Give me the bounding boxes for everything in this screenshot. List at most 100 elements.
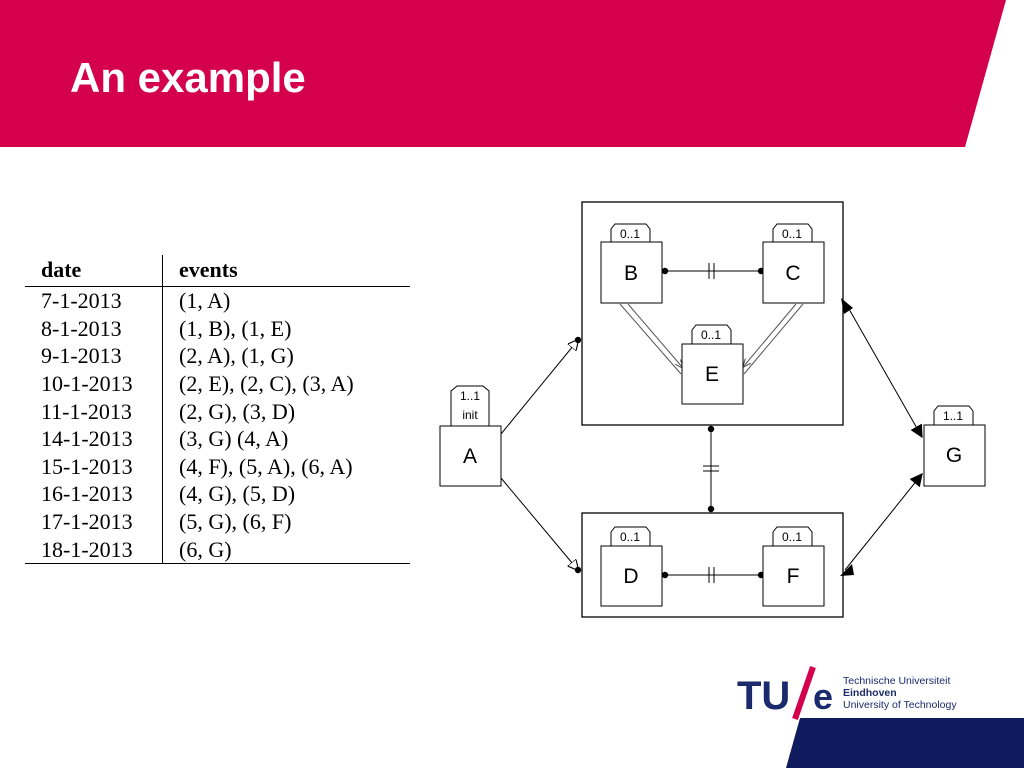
table-header-row: date events bbox=[25, 255, 410, 287]
date-cell: 16-1-2013 bbox=[25, 480, 163, 508]
node-tab bbox=[610, 526, 651, 546]
date-cell: 10-1-2013 bbox=[25, 369, 163, 398]
node-g: 1..1 G bbox=[923, 405, 986, 487]
node-cardinality: 0..1 bbox=[782, 227, 802, 241]
events-cell: (2, E), (2, C), (3, A) bbox=[179, 371, 354, 397]
table-row: 9-1-2013 (2, A), (1, G) bbox=[25, 342, 410, 370]
slide-title: An example bbox=[70, 54, 306, 101]
table-row: 10-1-2013 (2, E), (2, C), (3, A) bbox=[25, 369, 410, 398]
node-box bbox=[600, 545, 663, 607]
node-c: 0..1 C bbox=[762, 223, 825, 304]
events-cell: (2, G), (3, D) bbox=[179, 398, 296, 424]
edge-c-e bbox=[743, 303, 804, 375]
logo-mark-e: e bbox=[813, 676, 833, 717]
node-cardinality: 0..1 bbox=[701, 328, 721, 342]
date-cell: 11-1-2013 bbox=[25, 397, 163, 425]
table-row: 15-1-2013 (4, F), (5, A), (6, A) bbox=[25, 452, 410, 481]
tue-logo: TU e Technische Universiteit Eindhoven U… bbox=[737, 665, 977, 721]
edge-a-to-top-group bbox=[500, 340, 578, 435]
events-cell: (4, G), (5, D) bbox=[179, 481, 296, 507]
logo-mark-tu: TU bbox=[737, 674, 790, 718]
events-cell: (5, G), (6, F) bbox=[179, 509, 292, 535]
events-cell: (3, G) (4, A) bbox=[179, 426, 289, 452]
edge-a-to-bottom-group bbox=[500, 477, 578, 570]
edge-start-arrow bbox=[841, 298, 853, 314]
edge-dot bbox=[661, 267, 669, 275]
table-row: 17-1-2013 (5, G), (6, F) bbox=[25, 507, 410, 536]
column-header-events: events bbox=[162, 255, 410, 287]
node-box bbox=[762, 241, 825, 304]
node-d: 0..1 D bbox=[600, 526, 663, 607]
node-box bbox=[762, 545, 825, 607]
node-b: 0..1 B bbox=[600, 223, 663, 304]
edge-top-group-to-g bbox=[844, 301, 923, 439]
node-box bbox=[600, 241, 663, 304]
node-f: 0..1 F bbox=[762, 526, 825, 607]
banner-shape bbox=[0, 0, 1006, 147]
node-tab bbox=[772, 526, 813, 546]
table-row: 11-1-2013 (2, G), (3, D) bbox=[25, 397, 410, 425]
node-tab bbox=[450, 385, 490, 426]
node-cardinality: 0..1 bbox=[620, 227, 640, 241]
node-cardinality: 0..1 bbox=[620, 530, 640, 544]
date-cell: 9-1-2013 bbox=[25, 342, 163, 370]
node-cardinality: 0..1 bbox=[782, 530, 802, 544]
node-label: C bbox=[785, 262, 800, 285]
logo-line-2: Eindhoven bbox=[843, 687, 897, 699]
logo-mark: TU e bbox=[737, 666, 833, 720]
edge-b-e bbox=[619, 303, 682, 375]
node-box bbox=[923, 424, 986, 487]
node-cardinality: 1..1 bbox=[943, 409, 963, 423]
events-cell: (2, A), (1, G) bbox=[179, 343, 294, 369]
node-tab bbox=[610, 223, 651, 242]
date-cell: 18-1-2013 bbox=[25, 535, 163, 564]
table-row: 14-1-2013 (3, G) (4, A) bbox=[25, 424, 410, 453]
node-tag: init bbox=[462, 408, 478, 422]
node-label: D bbox=[623, 565, 638, 588]
node-box bbox=[681, 343, 744, 405]
node-label: F bbox=[787, 565, 800, 588]
column-header-date: date bbox=[25, 255, 163, 287]
process-diagram: 1..1 init A 0..1 B 0..1 C 0..1 E 0..1 D … bbox=[439, 201, 986, 618]
group-box-bottom bbox=[581, 512, 844, 618]
group-box-top bbox=[581, 201, 844, 426]
edge-dot bbox=[707, 425, 715, 433]
logo-slash bbox=[792, 666, 816, 720]
footer-shape bbox=[786, 718, 1024, 768]
edge-dot bbox=[574, 566, 582, 574]
node-tab bbox=[691, 324, 732, 344]
events-cell: (1, B), (1, E) bbox=[179, 315, 292, 341]
node-label: E bbox=[705, 363, 719, 386]
events-cell: (6, G) bbox=[162, 535, 410, 564]
node-label: B bbox=[624, 262, 638, 285]
date-cell: 15-1-2013 bbox=[25, 452, 163, 481]
edge-dot bbox=[661, 571, 669, 579]
node-e: 0..1 E bbox=[681, 324, 744, 405]
logo-line-1: Technische Universiteit bbox=[843, 675, 951, 687]
table-row: 18-1-2013(6, G) bbox=[25, 535, 410, 564]
logo-line-3: University of Technology bbox=[843, 699, 957, 711]
edge-bottom-group-to-g bbox=[844, 472, 923, 571]
events-cell: (1, A) bbox=[179, 288, 231, 314]
node-a: 1..1 init A bbox=[439, 385, 502, 487]
node-box bbox=[439, 425, 502, 487]
edge-c-e bbox=[743, 303, 797, 367]
node-label: A bbox=[463, 445, 477, 468]
node-label: G bbox=[946, 444, 962, 467]
header-banner bbox=[0, 0, 1006, 147]
date-cell: 8-1-2013 bbox=[25, 314, 163, 343]
date-cell: 14-1-2013 bbox=[25, 424, 163, 453]
table-row: 8-1-2013 (1, B), (1, E) bbox=[25, 314, 410, 343]
edge-start-arrow bbox=[840, 564, 854, 576]
table-row: 7-1-2013 (1, A) bbox=[25, 286, 410, 315]
events-cell: (4, F), (5, A), (6, A) bbox=[179, 453, 353, 479]
edge-dot bbox=[574, 336, 582, 344]
node-tab bbox=[772, 223, 813, 242]
edge-b-e bbox=[627, 303, 683, 368]
date-cell: 17-1-2013 bbox=[25, 507, 163, 536]
node-cardinality: 1..1 bbox=[460, 389, 480, 403]
footer-band bbox=[786, 718, 1024, 768]
date-cell: 7-1-2013 bbox=[25, 286, 163, 315]
node-tab bbox=[933, 405, 974, 425]
edge-dot bbox=[707, 505, 715, 513]
